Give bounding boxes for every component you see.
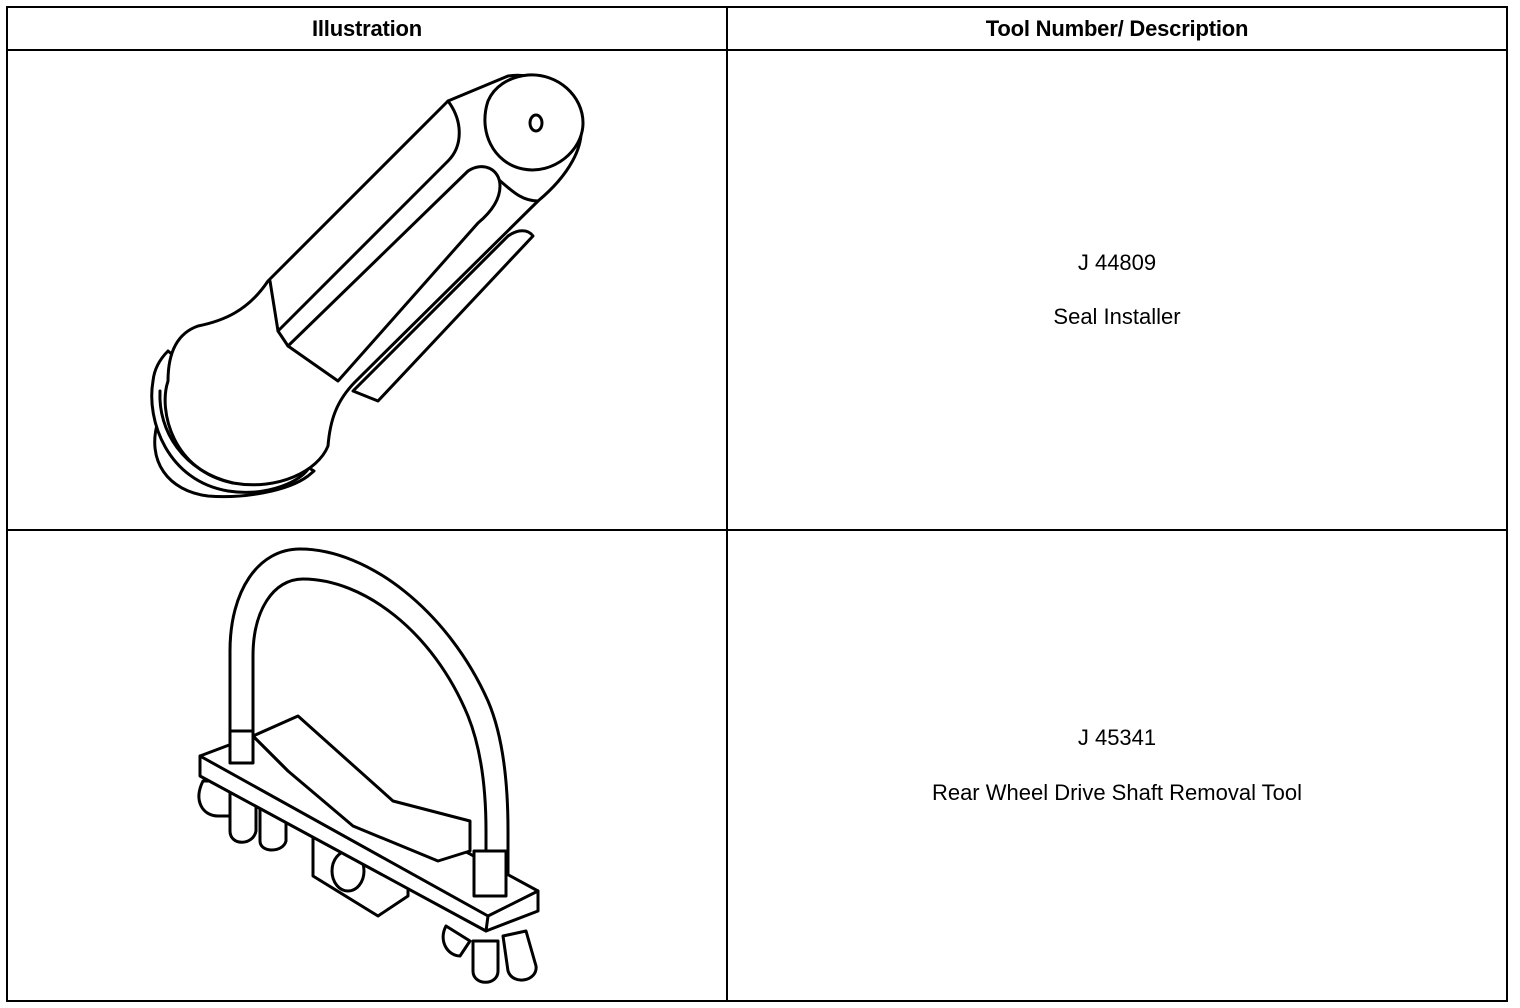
description-cell: J 44809 Seal Installer — [726, 49, 1508, 531]
tool-number: J 45341 — [1077, 725, 1157, 751]
tool-number: J 44809 — [1077, 249, 1157, 275]
description-cell: J 45341 Rear Wheel Drive Shaft Removal T… — [726, 529, 1508, 1002]
tool-description: Rear Wheel Drive Shaft Removal Tool — [931, 779, 1303, 805]
tool-table: Illustration Tool Number/ Description — [6, 6, 1508, 1002]
table-row: J 44809 Seal Installer — [6, 49, 1508, 531]
tool-description: Seal Installer — [1053, 304, 1181, 329]
table-row: J 45341 Rear Wheel Drive Shaft Removal T… — [6, 529, 1508, 1002]
illustration-cell — [6, 49, 728, 531]
header-illustration: Illustration — [6, 6, 728, 51]
drive-shaft-removal-tool-icon — [197, 547, 540, 984]
table-header-row: Illustration Tool Number/ Description — [6, 6, 1508, 51]
seal-installer-icon — [150, 73, 585, 499]
header-tool-description: Tool Number/ Description — [726, 6, 1508, 51]
illustration-cell — [6, 529, 728, 1002]
